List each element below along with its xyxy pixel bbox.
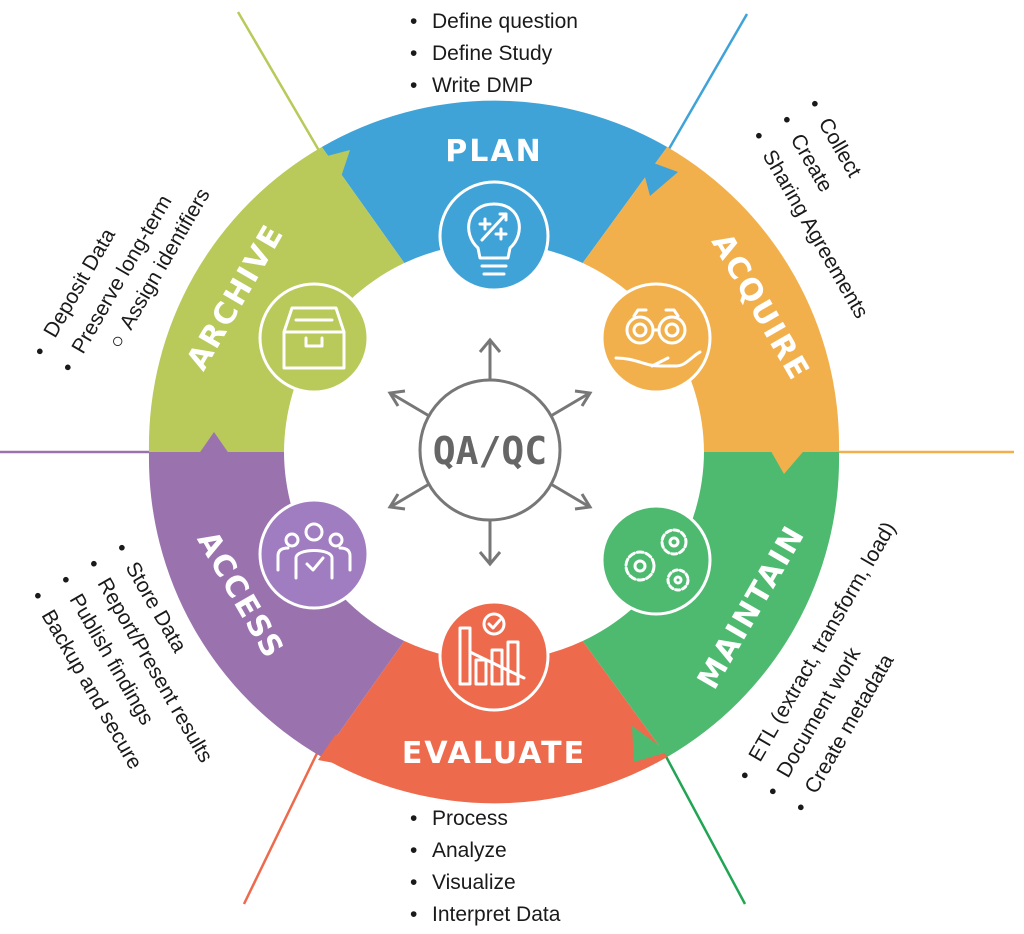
bullet-dot: •	[26, 587, 50, 605]
notch-archive	[312, 150, 350, 186]
binoculars-hand-icon	[600, 282, 712, 394]
qa-qc-center: QA/QC	[387, 337, 593, 567]
gears-icon	[600, 504, 712, 616]
bullet-dot: •	[410, 903, 417, 926]
people-check-icon	[258, 498, 370, 610]
ray-evaluate-access	[242, 744, 323, 905]
bullet-dot: •	[410, 839, 417, 862]
ray-maintain-evaluate	[660, 748, 747, 905]
evaluate-item-4: Interpret Data	[432, 903, 561, 926]
label-plan: PLAN	[445, 134, 542, 169]
notch-plan	[640, 158, 678, 196]
arrow-downright-head	[574, 493, 593, 511]
bullet-dot: •	[747, 127, 771, 145]
notch-access	[196, 432, 232, 458]
stage-icons	[258, 180, 712, 712]
notch-acquire	[768, 446, 808, 474]
bullet-dot: •	[761, 783, 785, 801]
bullet-dot: •	[410, 807, 417, 830]
notch-maintain	[632, 726, 668, 762]
bullet-dot: •	[54, 571, 78, 589]
bullet-dot: •	[110, 539, 134, 557]
arrow-up-head	[478, 337, 502, 353]
segment-evaluate	[321, 641, 668, 804]
evaluate-item-2: Analyze	[432, 839, 507, 862]
ray-archive-plan	[236, 11, 323, 155]
qa-qc-label: QA/QC	[433, 429, 547, 473]
bullet-dot: •	[56, 359, 80, 377]
segment-maintain	[582, 452, 840, 757]
arrow-downleft-head	[387, 493, 406, 511]
segment-acquire	[582, 147, 840, 452]
bullet-circle: ○	[104, 330, 130, 352]
bullet-dot: •	[789, 799, 813, 817]
evaluate-item-1: Process	[432, 807, 508, 830]
arrow-upleft-head	[387, 389, 406, 407]
separator-rays	[0, 11, 1014, 905]
label-evaluate: EVALUATE	[402, 736, 586, 771]
bullet-dot: •	[410, 42, 417, 65]
plan-item-1: Define question	[432, 10, 578, 33]
plan-bullets: • Define question • Define Study • Write…	[410, 10, 578, 97]
bullet-dot: •	[82, 555, 106, 573]
bullet-dot: •	[803, 95, 827, 113]
plan-item-2: Define Study	[432, 42, 553, 65]
segment-access	[148, 452, 405, 757]
bullet-dot: •	[775, 111, 799, 129]
arrow-upright-head	[574, 389, 593, 407]
lightbulb-icon	[438, 180, 550, 292]
arrow-down-head	[478, 551, 502, 567]
bullet-dot: •	[410, 871, 417, 894]
bar-chart-check-icon	[438, 600, 550, 712]
bullet-dot: •	[410, 10, 417, 33]
bullet-dot: •	[410, 74, 417, 97]
bullet-dot: •	[28, 343, 52, 361]
ray-plan-acquire	[664, 13, 749, 155]
plan-item-3: Write DMP	[432, 74, 533, 97]
archive-box-icon	[258, 282, 370, 394]
evaluate-item-3: Visualize	[432, 871, 516, 894]
qa-qc-circle	[418, 378, 562, 522]
evaluate-bullets: • Process • Analyze • Visualize • Interp…	[410, 807, 561, 926]
bullet-dot: •	[733, 767, 757, 785]
notch-evaluate	[318, 734, 350, 766]
